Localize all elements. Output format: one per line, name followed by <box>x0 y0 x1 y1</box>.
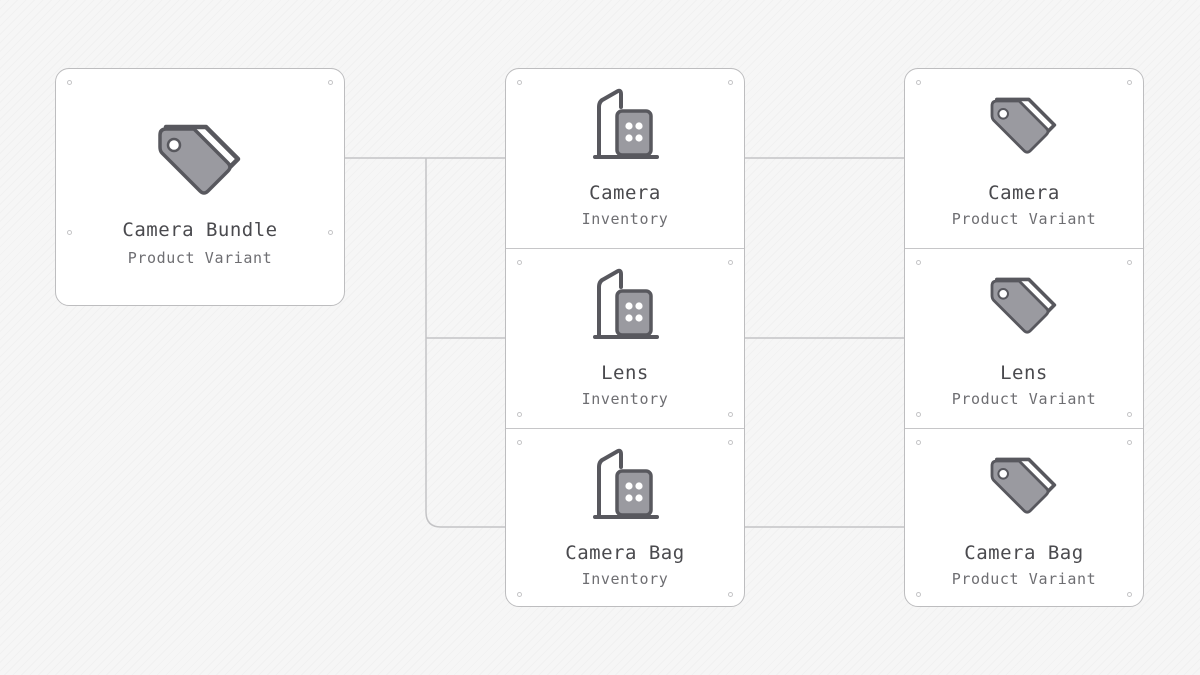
price-tag-icon <box>990 457 1057 514</box>
corner-rivet <box>517 80 522 85</box>
variant-subtitle: Product Variant <box>951 390 1097 408</box>
inventory-card-lens[interactable]: Lens Inventory <box>506 248 744 428</box>
corner-rivet <box>728 80 733 85</box>
corner-rivet <box>1127 260 1132 265</box>
corner-rivet <box>728 440 733 445</box>
corner-rivet <box>1127 412 1132 417</box>
corner-rivet <box>728 412 733 417</box>
corner-rivet <box>1127 440 1132 445</box>
corner-rivet <box>517 440 522 445</box>
corner-rivet <box>517 260 522 265</box>
inventory-subtitle: Inventory <box>581 390 669 408</box>
corner-rivet <box>328 230 333 235</box>
inventory-stack: Camera Inventory Lens Inventory <box>505 68 745 607</box>
inventory-title: Camera <box>589 182 661 204</box>
inventory-card-camera-bag[interactable]: Camera Bag Inventory <box>506 428 744 606</box>
variant-card-lens[interactable]: Lens Product Variant <box>905 248 1143 428</box>
variant-card-camera[interactable]: Camera Product Variant <box>905 69 1143 248</box>
corner-rivet <box>517 592 522 597</box>
corner-rivet <box>1127 80 1132 85</box>
corner-rivet <box>916 412 921 417</box>
corner-rivet <box>916 440 921 445</box>
bundle-card[interactable]: Camera Bundle Product Variant <box>55 68 345 306</box>
bundle-title: Camera Bundle <box>122 219 278 241</box>
inventory-card-camera[interactable]: Camera Inventory <box>506 69 744 248</box>
connector-trunk <box>425 158 506 528</box>
corner-rivet <box>728 260 733 265</box>
warehouse-building-icon <box>593 88 659 159</box>
corner-rivet <box>517 412 522 417</box>
variant-subtitle: Product Variant <box>951 210 1097 228</box>
variant-stack: Camera Product Variant Lens Product Vari… <box>904 68 1144 607</box>
variant-card-camera-bag[interactable]: Camera Bag Product Variant <box>905 428 1143 606</box>
corner-rivet <box>328 80 333 85</box>
variant-subtitle: Product Variant <box>951 570 1097 588</box>
variant-title: Lens <box>1000 362 1048 384</box>
bundle-subtitle: Product Variant <box>127 249 273 267</box>
corner-rivet <box>916 260 921 265</box>
corner-rivet <box>916 592 921 597</box>
variant-title: Camera Bag <box>964 542 1084 564</box>
inventory-title: Lens <box>601 362 649 384</box>
inventory-subtitle: Inventory <box>581 210 669 228</box>
variant-title: Camera <box>988 182 1060 204</box>
corner-rivet <box>67 80 72 85</box>
warehouse-building-icon <box>593 268 659 339</box>
price-tag-icon <box>990 277 1057 334</box>
corner-rivet <box>916 80 921 85</box>
warehouse-building-icon <box>593 448 659 519</box>
inventory-title: Camera Bag <box>565 542 685 564</box>
corner-rivet <box>1127 592 1132 597</box>
corner-rivet <box>728 592 733 597</box>
inventory-subtitle: Inventory <box>581 570 669 588</box>
price-tag-icon <box>990 97 1057 154</box>
price-tag-icon <box>158 124 241 195</box>
corner-rivet <box>67 230 72 235</box>
